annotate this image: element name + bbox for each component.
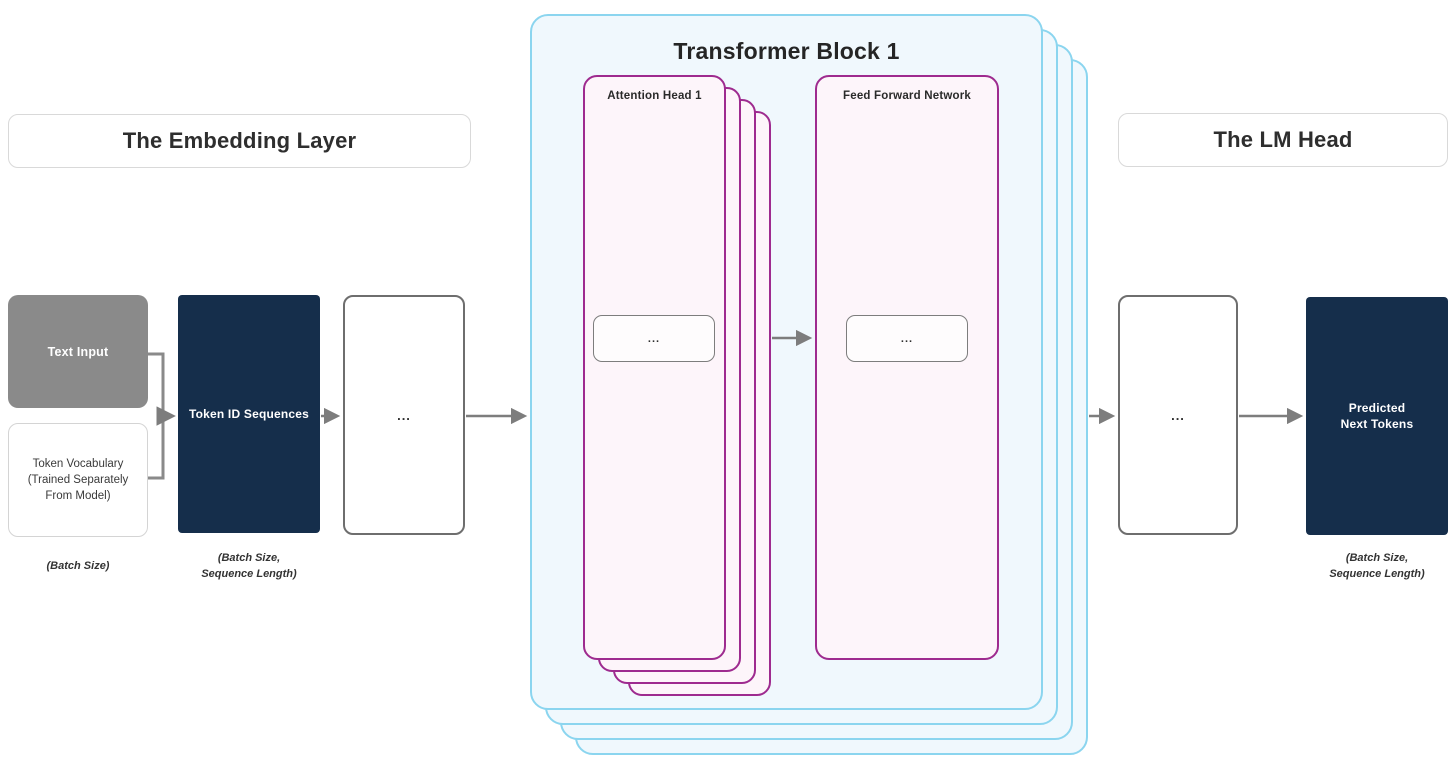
token-vocab-line-3: From Model) [45, 490, 111, 503]
predicted-line-2: Next Tokens [1340, 417, 1414, 431]
token-vocabulary-box: Token Vocabulary (Trained Separately Fro… [8, 423, 148, 537]
lm-head-header: The LM Head [1118, 113, 1448, 167]
batch-size-label: (Batch Size) [46, 560, 110, 572]
token-vocab-line-2: (Trained Separately [27, 473, 129, 486]
predicted-shape-label: (Batch Size, Sequence Length) [1306, 551, 1448, 583]
transformer-block-title: Transformer Block 1 [673, 38, 900, 64]
attention-head-title: Attention Head 1 [607, 90, 702, 102]
predicted-line-1: Predicted [1348, 400, 1406, 415]
embedding-output-box: ... [343, 295, 465, 535]
shape-label-line-1: (Batch Size, [1345, 552, 1409, 564]
lm-head-input-box: ... [1118, 295, 1238, 535]
text-input-box: Text Input [8, 295, 148, 408]
merge-bracket-connector [148, 352, 165, 480]
shape-label-line-2: Sequence Length) [1329, 567, 1425, 580]
token-ids-shape-label: (Batch Size, Sequence Length) [178, 551, 320, 583]
token-id-sequences-box: Token ID Sequences [178, 295, 320, 533]
shape-label-line-1: (Batch Size, [217, 552, 281, 564]
feed-forward-network-box: Feed Forward Network [815, 75, 999, 660]
predicted-next-tokens-box: Predicted Next Tokens [1306, 297, 1448, 535]
ffn-title: Feed Forward Network [843, 90, 971, 102]
shape-label-line-2: Sequence Length) [201, 567, 297, 580]
attention-head-1-box: Attention Head 1 [583, 75, 726, 660]
embedding-layer-header: The Embedding Layer [8, 114, 471, 168]
ffn-ellipsis-box: ... [846, 315, 968, 362]
token-vocab-line-1: Token Vocabulary [32, 457, 124, 470]
attention-ellipsis-box: ... [593, 315, 715, 362]
